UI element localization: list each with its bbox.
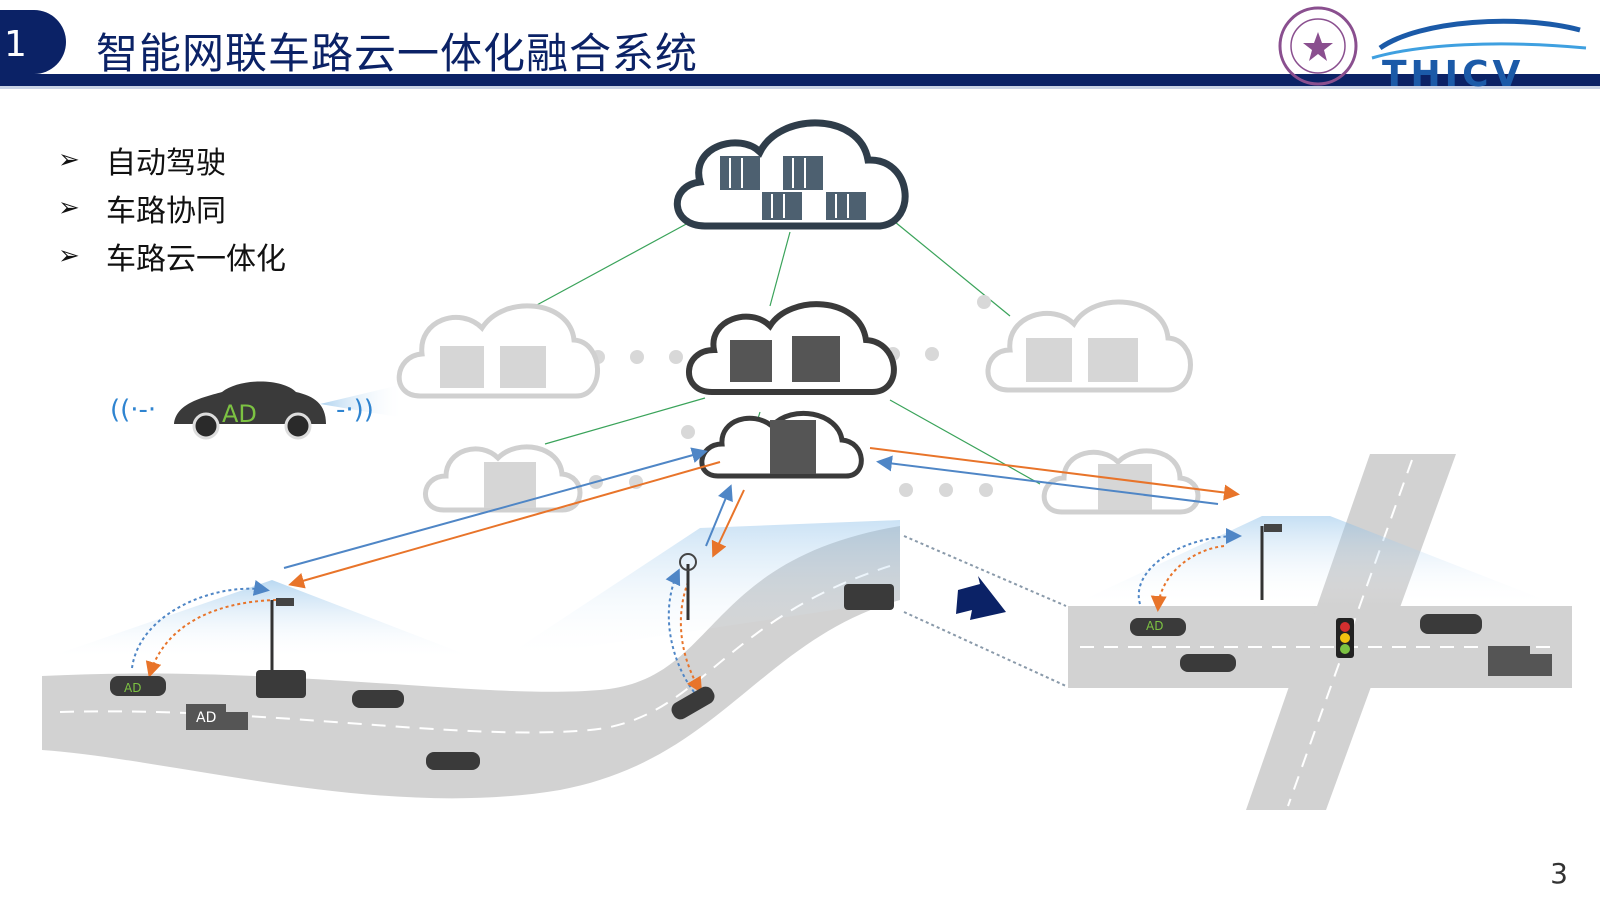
svg-text:AD: AD <box>124 681 141 695</box>
section-number: 1 <box>4 24 27 65</box>
vehicle-icons <box>110 584 1552 770</box>
bullet-text: 自动驾驶 <box>106 146 226 181</box>
edge-cloud-center <box>686 301 897 395</box>
bullet-marker: ➢ <box>58 193 80 223</box>
logo-text: THICV <box>1382 54 1524 95</box>
bullet-text: 车路协同 <box>106 194 226 229</box>
traffic-light-icon <box>1336 618 1354 658</box>
edge-cloud-lower-right <box>1041 448 1201 515</box>
bullet-marker: ➢ <box>58 241 80 271</box>
svg-text:-·)): -·)) <box>336 395 374 425</box>
edge-cloud-right <box>985 299 1193 393</box>
svg-text:AD: AD <box>1146 619 1163 633</box>
road-curve <box>42 526 900 799</box>
bullet-item: ➢ 车路协同 <box>58 184 286 232</box>
zoom-arrow-icon <box>956 576 1006 620</box>
header-bar <box>0 74 1600 86</box>
big-ad-car-icon: AD ((·-· -·)) <box>110 381 404 440</box>
svg-text:((·-·: ((·-· <box>110 395 156 425</box>
section-number-tab: 1 <box>0 10 66 74</box>
svg-text:AD: AD <box>196 710 216 726</box>
bullet-item: ➢ 车路云一体化 <box>58 232 286 280</box>
ad-label: AD <box>222 400 257 428</box>
page-number: 3 <box>1550 857 1568 890</box>
edge-cloud-lower <box>699 410 864 479</box>
thicv-logo: THICV <box>1371 18 1587 95</box>
roadside-unit-icon <box>270 526 1264 670</box>
bullet-marker: ➢ <box>58 145 80 175</box>
bullet-text: 车路云一体化 <box>106 242 286 277</box>
bullet-item: ➢ 自动驾驶 <box>58 136 286 184</box>
edge-cloud-lower-left <box>423 444 583 513</box>
central-cloud <box>673 119 909 230</box>
university-seal-icon <box>1278 6 1358 86</box>
page-title: 智能网联车路云一体化融合系统 <box>96 29 699 78</box>
bullet-list: ➢ 自动驾驶 ➢ 车路协同 ➢ 车路云一体化 <box>58 136 286 280</box>
header-underline <box>0 86 1600 89</box>
edge-cloud-left <box>396 303 600 399</box>
